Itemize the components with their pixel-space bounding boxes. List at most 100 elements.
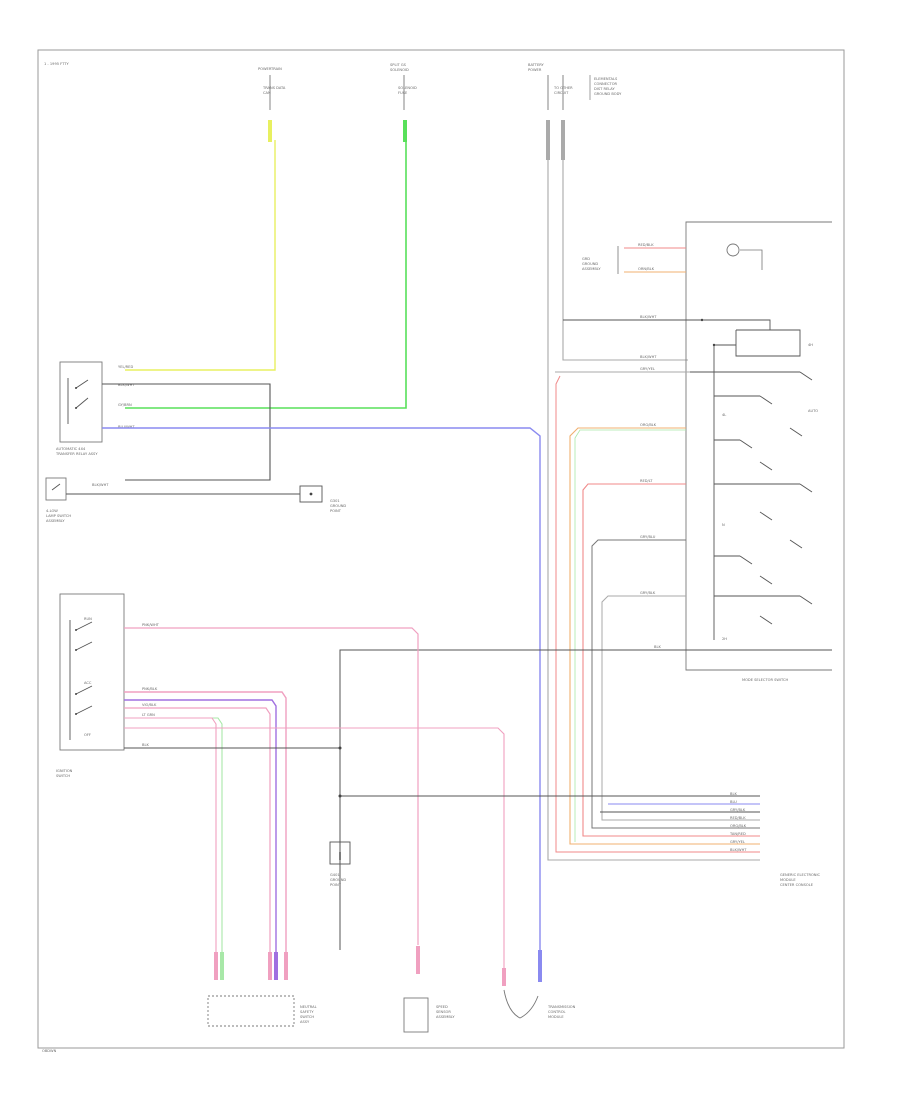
ignition-switch-label: IGNITION xyxy=(56,769,73,773)
wire-label-blk3: BLK xyxy=(654,645,661,649)
wire-label-blue: BLU/WHT xyxy=(118,425,135,429)
ignition-switch-label-2: SWITCH xyxy=(56,774,70,778)
wire-pink-5 xyxy=(124,717,217,980)
sensor-2-connector xyxy=(416,946,420,974)
sensor-3-label: TRANSMISSION xyxy=(547,1005,576,1009)
lamp-switch-box xyxy=(45,477,67,501)
wire-pink-3 xyxy=(124,707,271,965)
sensor-1-label-4: ASSY xyxy=(300,1020,310,1024)
svg-text:GROUND BODY: GROUND BODY xyxy=(594,92,622,96)
ignition-switch-contacts xyxy=(69,620,93,740)
ground-lower-label-3: POINT xyxy=(330,883,342,887)
top-right-connector: BATTERY POWER TO OTHER CIRCUIT ELEMENTAL… xyxy=(528,63,622,96)
wire-gray-left xyxy=(547,160,760,861)
wire-label-yellow: YEL/RED xyxy=(118,365,133,369)
ground-upper-label: G301 xyxy=(330,499,340,503)
ign-acc: ACC xyxy=(84,681,92,685)
mode-label-auto: AUTO xyxy=(808,409,818,413)
transfer-relay-label: AUTOMATIC 4X4 xyxy=(56,447,86,451)
module-pin-labels: BLK BLU GRY/BLK RED/BLK ORG/BLK TAN/RED … xyxy=(729,792,747,852)
wire-gray-mode-2 xyxy=(591,539,760,829)
svg-text:CAN: CAN xyxy=(263,91,271,95)
lamp-switch-contact xyxy=(51,483,61,491)
ign-run: RUN xyxy=(84,617,92,621)
wire-black-relay xyxy=(102,383,271,481)
wire-label-red3: RED/LT xyxy=(640,479,653,483)
wire-label-red-b: ORN/BLK xyxy=(638,267,655,271)
sensor-1-label: NEUTRAL xyxy=(300,1005,317,1009)
connector-yellow-top xyxy=(268,120,272,142)
wire-pink-1 xyxy=(124,627,419,945)
wire-orange xyxy=(569,427,760,845)
wire-label-blk-relay: BLK/WHT xyxy=(118,383,135,387)
wire-label-mode-blk1: BLK/WHT xyxy=(640,315,657,319)
ground-upper-box xyxy=(299,485,323,503)
lamp-switch-label-3: ASSEMBLY xyxy=(46,519,65,523)
svg-text:ELEMENTALS: ELEMENTALS xyxy=(594,77,618,81)
connector-gray-top-a xyxy=(546,120,550,160)
bus-label-1: BLU xyxy=(730,800,737,804)
wire-red-mode xyxy=(582,483,760,837)
sensor-1-connector-b xyxy=(220,952,224,980)
wire-pink-4 xyxy=(124,727,505,980)
ground-lower-label: G401 xyxy=(330,873,340,877)
bus-label-5: TAN/RED xyxy=(729,832,746,836)
ground-upper-label-2: GROUND xyxy=(330,504,346,508)
svg-text:DIST RELAY: DIST RELAY xyxy=(594,87,615,91)
wire-label-blk-lamp: BLK/WHT xyxy=(92,483,109,487)
svg-text:BATTERY: BATTERY xyxy=(528,63,545,67)
wire-lightgreen xyxy=(124,717,223,980)
wire-label-green: GY/BRN xyxy=(118,403,132,407)
ground-mode-label-2: GROUND xyxy=(582,262,598,266)
mode-lamp xyxy=(726,243,740,257)
svg-text:SPLIT GS: SPLIT GS xyxy=(390,63,407,67)
sensor-2-label-2: SENSOR xyxy=(436,1010,451,1014)
top-mid-connector: SPLIT GS SOLENOID SOLENOID FUSE xyxy=(390,63,417,95)
wire-blue xyxy=(102,427,541,980)
svg-text:CONNECTOR: CONNECTOR xyxy=(594,82,618,86)
bus-label-3: RED/BLK xyxy=(730,816,746,820)
wire-black-mode-ground xyxy=(339,649,832,950)
connector-green-top xyxy=(403,120,407,142)
sensor-1-label-3: SWITCH xyxy=(300,1015,314,1019)
mode-switch-box xyxy=(685,221,832,671)
sensor-2-label: SPEED xyxy=(436,1005,448,1009)
wire-gray-mode-3 xyxy=(601,595,760,821)
lamp-switch-label: 4-LOW xyxy=(46,509,58,513)
mode-switch-label: MODE SELECTOR SWITCH xyxy=(742,678,788,682)
wire-violet xyxy=(124,699,277,965)
wire-label-gry: GRY/YEL xyxy=(640,367,655,371)
sensor-1-connector-a xyxy=(214,952,218,980)
ground-lower-label-2: GROUND xyxy=(330,878,346,882)
transfer-relay-box xyxy=(59,361,103,443)
mode-label-4h: 4H xyxy=(808,343,813,347)
wire-pink-2 xyxy=(124,691,287,965)
wire-gray-right xyxy=(562,160,688,361)
sensor-3-connector xyxy=(502,968,506,986)
wire-red-long xyxy=(555,375,760,853)
ground-upper-dot xyxy=(309,492,313,496)
connector-blue-bottom xyxy=(538,950,542,982)
sensor-3-label-3: MODULE xyxy=(548,1015,564,1019)
ground-upper-label-3: POINT xyxy=(330,509,342,513)
bus-label-7: BLK/WHT xyxy=(730,848,747,852)
wire-yellow xyxy=(125,140,276,371)
wire-label-org: ORG/BLK xyxy=(640,423,657,427)
wire-label-gry3: GRY/BLK xyxy=(640,591,656,595)
mode-lamp-lead xyxy=(740,249,763,270)
ignition-switch-box xyxy=(59,593,125,751)
wire-label-mode-blk2: BLK/WHT xyxy=(640,355,657,359)
mode-label-n: N xyxy=(722,523,725,527)
ground-mode-label: GRD xyxy=(582,257,590,261)
wire-label-lgn: LT GRN xyxy=(142,713,155,717)
module-label-2: MODULE xyxy=(780,878,796,882)
bus-label-0: BLK xyxy=(730,792,737,796)
lamp-switch-label-2: LAMP SWITCH xyxy=(46,514,71,518)
sensor-2-box xyxy=(403,997,429,1033)
sensor-3-label-2: CONTROL xyxy=(548,1010,566,1014)
sensor-3-coil xyxy=(503,989,539,1019)
wire-label-pnk2: PNK/BLK xyxy=(142,687,158,691)
connector-gray-top-b xyxy=(561,120,565,160)
svg-text:TRANS DATA: TRANS DATA xyxy=(262,86,286,90)
